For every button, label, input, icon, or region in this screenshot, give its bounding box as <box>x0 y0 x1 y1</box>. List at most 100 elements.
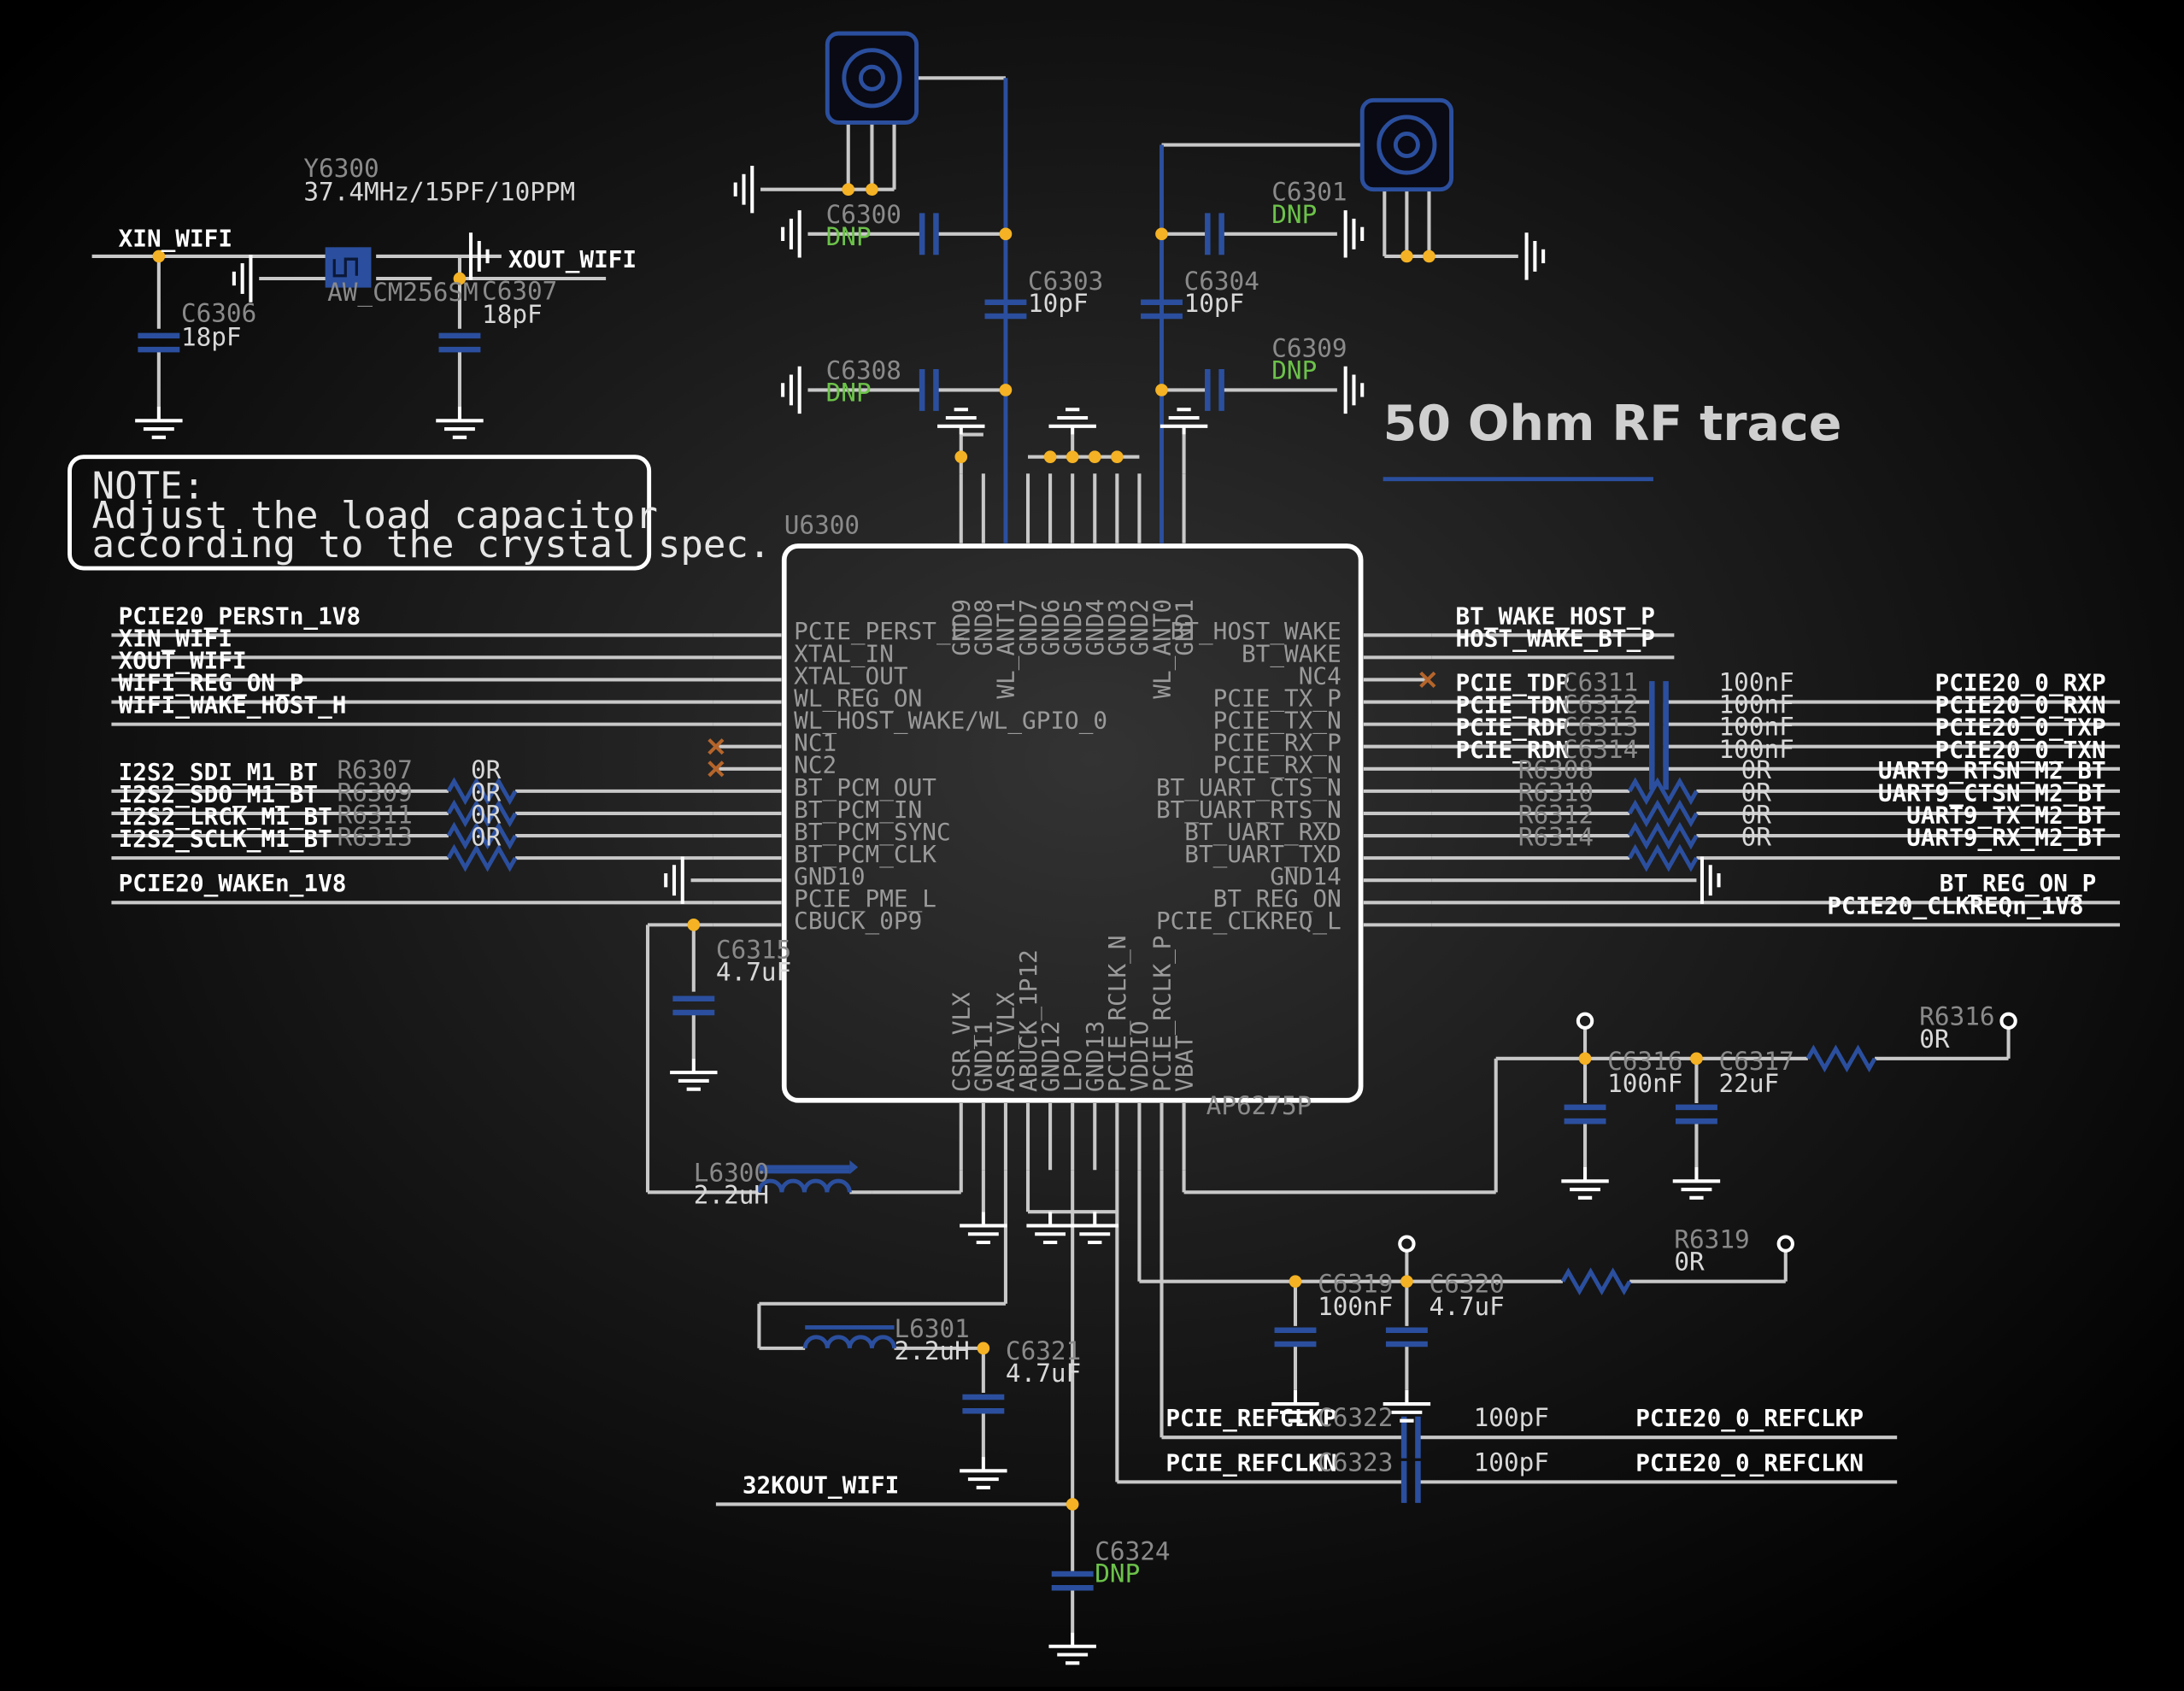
ground-symbol <box>1048 408 1096 435</box>
left-pin-label: PCIE_PME_L <box>794 884 936 913</box>
note-line: according to the crystal spec. <box>92 523 772 567</box>
right-pin-label: PCIE_RX_P <box>1213 729 1342 758</box>
note-line: NOTE: <box>92 465 205 508</box>
ground-symbol <box>781 366 801 414</box>
left-pin-label: XTAL_OUT <box>794 661 908 690</box>
right-cap-ref: C6312 <box>1563 690 1638 719</box>
net-label-refclkp-far: PCIE20_0_REFCLKP <box>1635 1404 1864 1432</box>
left-res-ref: R6309 <box>338 778 413 807</box>
ground-symbol <box>1048 1632 1096 1665</box>
junction-dot <box>1400 250 1413 263</box>
top-pin-label: WL_ANT0 <box>1148 599 1177 699</box>
top-pin-label: WL_ANT1 <box>992 599 1021 699</box>
right-pin-label: BT_UART_CTS_N <box>1156 773 1342 802</box>
resistor <box>1628 777 1699 806</box>
bottom-pin-label: VBAT <box>1170 1035 1198 1092</box>
junction-dot <box>1066 450 1079 463</box>
net-label-left: XOUT_WIFI <box>119 646 247 674</box>
c6319-val: 100nF <box>1318 1292 1393 1321</box>
top-pin-label: GND9 <box>948 599 976 656</box>
junction-dot <box>1423 250 1435 263</box>
left-pin-label: CBUCK_0P9 <box>794 907 922 936</box>
crystal-mark <box>332 257 358 278</box>
net-label-refclkn-far: PCIE20_0_REFCLKN <box>1635 1448 1864 1477</box>
left-pin-label: GND10 <box>794 862 865 890</box>
left-pin-label: NC1 <box>794 729 837 757</box>
inductor <box>756 1178 852 1193</box>
right-cap-ref: C6314 <box>1563 735 1638 764</box>
r6319-val: 0R <box>1674 1248 1705 1277</box>
rf-connector <box>825 31 919 125</box>
junction-dot <box>1066 1498 1079 1511</box>
c6320-ref: C6320 <box>1429 1270 1504 1299</box>
bottom-pin-label: GND12 <box>1036 1021 1065 1092</box>
resistor <box>446 843 518 872</box>
capacitor <box>672 995 715 1016</box>
l6300-ref: L6300 <box>694 1158 769 1187</box>
capacitor <box>1649 748 1669 790</box>
c6324-ref: C6324 <box>1095 1537 1170 1566</box>
net-label-i2s: I2S2_SDI_M1_BT <box>119 758 319 786</box>
junction-dot <box>999 384 1013 396</box>
right-res-val: 0R <box>1741 800 1772 829</box>
l6301-val: 2.2uH <box>895 1336 970 1365</box>
net-label-bt-reg: BT_REG_ON_P <box>1940 869 2096 897</box>
ground-symbol <box>1700 856 1721 904</box>
c6323-ref: C6323 <box>1318 1447 1393 1477</box>
capacitor <box>1141 299 1183 320</box>
top-pin-label: GND2 <box>1125 599 1154 656</box>
right-cap-val: 100nF <box>1719 713 1794 742</box>
ic-u6300-body <box>781 543 1364 1103</box>
right-pin-label: PCIE_CLKREQ_L <box>1156 907 1342 936</box>
left-pin-label: NC2 <box>794 751 837 779</box>
right-res-val: 0R <box>1741 755 1772 784</box>
left-res-ref: R6311 <box>338 800 413 829</box>
junction-dot <box>152 250 166 263</box>
note-box <box>68 455 652 571</box>
capacitor <box>984 299 1027 320</box>
resistor <box>446 821 518 850</box>
rf-connector-core <box>858 64 885 91</box>
l6301-ref: L6301 <box>895 1314 970 1343</box>
bottom-pin-label: PCIE_RCLK_N <box>1103 935 1132 1091</box>
net-label-i2s: I2S2_SDO_M1_BT <box>119 780 319 808</box>
net-label-bt-wake-host: BT_WAKE_HOST_P <box>1455 602 1655 630</box>
test-point-circle <box>1999 1012 2017 1030</box>
ground-symbol <box>664 856 684 904</box>
net-label-pcie-local: PCIE_TDN <box>1455 691 1569 719</box>
junction-dot <box>1088 450 1101 463</box>
rf-connector-body <box>1359 97 1453 192</box>
right-pin-label: BT_HOST_WAKE <box>1171 617 1342 646</box>
ground-symbol <box>436 406 484 439</box>
ground-symbol <box>733 165 754 214</box>
test-point-circle <box>1576 1012 1594 1030</box>
ground-symbol <box>1271 1389 1319 1423</box>
net-label-refclkn: PCIE_REFCLKN <box>1165 1448 1336 1477</box>
c6306-ref: C6306 <box>181 299 256 328</box>
rf-connector-ring <box>1377 114 1437 175</box>
capacitor <box>1274 1327 1317 1348</box>
left-pin-label: WL_HOST_WAKE/WL_GPIO_0 <box>794 707 1107 736</box>
net-label-right-far: PCIE20_0_RXN <box>1935 691 2106 719</box>
ic-ref: U6300 <box>784 510 860 539</box>
net-label-left: WIFI_REG_ON_P <box>119 669 304 697</box>
ground-symbol <box>937 408 985 435</box>
resistor <box>1628 821 1699 850</box>
c6316-ref: C6316 <box>1607 1047 1682 1076</box>
right-res-val: 0R <box>1741 822 1772 851</box>
resistor <box>1628 799 1699 828</box>
c6304-ref: C6304 <box>1184 267 1259 296</box>
resistor <box>1805 1044 1877 1073</box>
top-pin-label: GND7 <box>1014 599 1042 656</box>
inductor <box>802 1335 896 1349</box>
junction-dot <box>1400 1275 1413 1288</box>
bottom-pin-label: PCIE_RCLK_P <box>1148 935 1177 1091</box>
c6301-ref: C6301 <box>1271 178 1347 207</box>
crystal-spec: 37.4MHz/15PF/10PPM <box>303 178 575 207</box>
right-res-ref: R6314 <box>1518 822 1594 851</box>
right-cap-val: 100nF <box>1719 690 1794 719</box>
net-label-right-far: PCIE20_0_TXP <box>1935 713 2106 742</box>
capacitor <box>1564 1104 1606 1124</box>
junction-dot <box>687 919 701 931</box>
net-label-right-far: UART9_TX_M2_BT <box>1906 801 2106 829</box>
